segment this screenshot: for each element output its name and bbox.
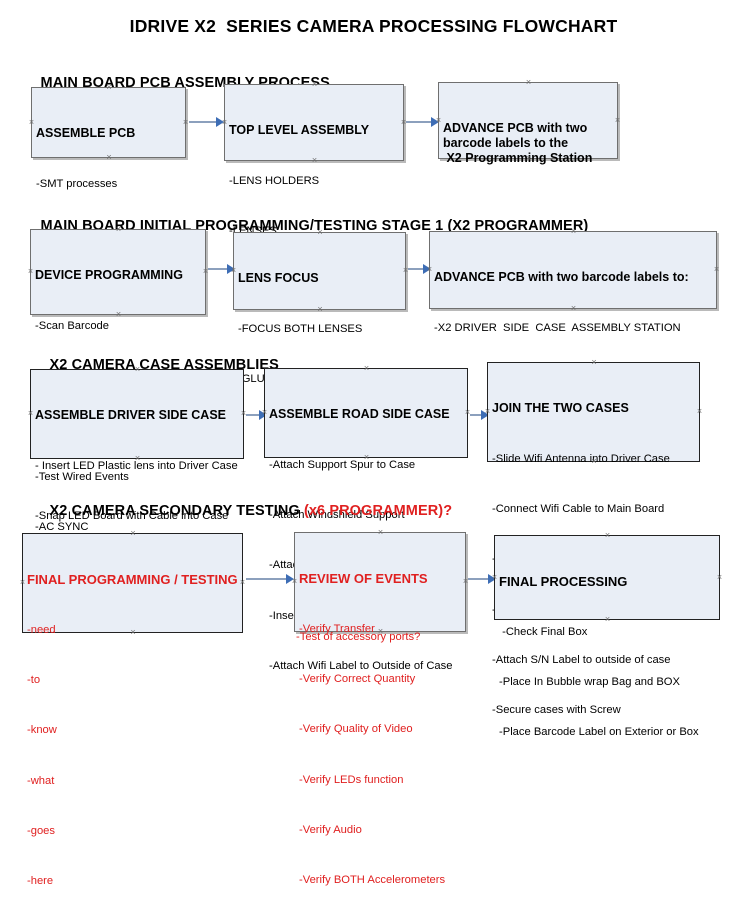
- node-line: -Check Final Box: [499, 626, 588, 638]
- node-lens-focus[interactable]: LENS FOCUS -FOCUS BOTH LENSES -GLUE LENS…: [233, 232, 406, 385]
- node-advance-pcb-programming-station[interactable]: ADVANCE PCB with two barcode labels to t…: [438, 82, 618, 165]
- connector-arrow: [406, 121, 434, 123]
- node-line: -Verify Transfer: [299, 623, 375, 635]
- node-heading: ADVANCE PCB with two barcode labels to t…: [443, 121, 593, 165]
- node-device-programming[interactable]: DEVICE PROGRAMMING -Scan Barcode -Boot L…: [30, 229, 206, 533]
- node-line: -LENS HOLDERS: [229, 175, 320, 187]
- section-title-accent: (x6 PROGRAMMER)?: [303, 503, 453, 519]
- arrow-head-icon: [227, 264, 235, 274]
- node-line: -SMT processes: [36, 178, 118, 190]
- connector-arrow: [246, 578, 288, 580]
- node-final-programming-testing[interactable]: FINAL PROGRAMMING / TESTING -need -to -k…: [22, 533, 243, 887]
- node-heading: ASSEMBLE ROAD SIDE CASE: [269, 407, 450, 421]
- arrow-head-icon: [488, 574, 496, 584]
- node-join-the-two-cases[interactable]: JOIN THE TWO CASES -Slide Wifi Antenna i…: [487, 362, 700, 716]
- arrow-head-icon: [481, 410, 489, 420]
- node-advance-pcb-driver-case[interactable]: ADVANCE PCB with two barcode labels to: …: [429, 231, 717, 334]
- resize-handle-left[interactable]: [18, 578, 27, 587]
- arrow-head-icon: [216, 117, 224, 127]
- node-line: -AC SYNC: [35, 520, 89, 533]
- section-title-text: MAIN BOARD INITIAL PROGRAMMING/TESTING S…: [40, 218, 589, 234]
- node-line: - Insert LED Plastic lens into Driver Ca…: [35, 460, 238, 472]
- node-line: -Place In Bubble wrap Bag and BOX: [499, 676, 680, 689]
- node-line: -here: [27, 875, 54, 888]
- node-heading: REVIEW OF EVENTS: [299, 571, 428, 586]
- node-heading: ASSEMBLE PCB: [36, 126, 136, 140]
- connector-arrow: [246, 414, 262, 416]
- node-heading: FINAL PROCESSING: [499, 574, 628, 589]
- node-line: -Verify Quality of Video: [299, 723, 413, 736]
- node-assemble-driver-side-case[interactable]: ASSEMBLE DRIVER SIDE CASE - Insert LED P…: [30, 369, 244, 623]
- connector-arrow: [189, 121, 219, 123]
- resize-handle-left[interactable]: [27, 118, 36, 127]
- node-assemble-road-side-case[interactable]: ASSEMBLE ROAD SIDE CASE -Attach Support …: [264, 368, 468, 672]
- arrow-head-icon: [286, 574, 294, 584]
- section-title-x2-camera-secondary-testing: X2 CAMERA SECONDARY TESTING (x6 PROGRAMM…: [33, 487, 453, 535]
- arrow-head-icon: [259, 410, 267, 420]
- node-line: -FOCUS BOTH LENSES: [238, 323, 363, 335]
- connector-arrow: [468, 578, 492, 580]
- connector-arrow: [408, 268, 426, 270]
- node-line: -Attach Windshield Support: [269, 509, 405, 522]
- node-line: -need: [27, 624, 56, 636]
- node-line: -Snap LED Board with Cable into Case: [35, 510, 229, 523]
- node-final-processing[interactable]: FINAL PROCESSING -Check Final Box -Place…: [494, 535, 720, 738]
- node-assemble-pcb[interactable]: ASSEMBLE PCB -SMT processes - HAND Solde…: [31, 87, 186, 290]
- connector-arrow: [208, 268, 230, 270]
- node-line: -Verify Correct Quantity: [299, 673, 416, 686]
- node-line: -Place Barcode Label on Exterior or Box: [499, 726, 699, 739]
- node-line: -Connect Wifi Cable to Main Board: [492, 503, 665, 516]
- node-line: -goes: [27, 824, 55, 837]
- node-heading: FINAL PROGRAMMING / TESTING: [27, 572, 238, 587]
- node-heading: JOIN THE TWO CASES: [492, 401, 629, 415]
- section-title-main-board-initial-programming: MAIN BOARD INITIAL PROGRAMMING/TESTING S…: [24, 202, 589, 250]
- node-heading: ADVANCE PCB with two barcode labels to:: [434, 270, 689, 284]
- arrow-head-icon: [431, 117, 439, 127]
- node-review-of-events-overflow-line: -Test of accessory ports?: [296, 631, 421, 643]
- node-line: -know: [27, 724, 57, 737]
- node-heading: LENS FOCUS: [238, 271, 319, 285]
- resize-handle-left[interactable]: [26, 267, 35, 276]
- node-line: -Attach Support Spur to Case: [269, 459, 416, 471]
- node-line: -Scan Barcode: [35, 320, 110, 332]
- resize-handle-left[interactable]: [26, 409, 35, 418]
- node-heading: DEVICE PROGRAMMING: [35, 268, 183, 282]
- connector-arrow: [470, 414, 484, 416]
- node-line: -Verify BOTH Accelerometers: [299, 874, 446, 887]
- node-line: -Slide Wifi Antenna into Driver Case: [492, 453, 670, 465]
- section-title-text: X2 CAMERA SECONDARY TESTING: [49, 503, 304, 519]
- node-line: -to: [27, 674, 41, 687]
- node-top-level-assembly[interactable]: TOP LEVEL ASSEMBLY -LENS HOLDERS -LENSES: [224, 84, 404, 237]
- node-line: -Verify LEDs function: [299, 773, 404, 786]
- node-heading: TOP LEVEL ASSEMBLY: [229, 123, 370, 137]
- node-line: -X2 DRIVER SIDE CASE ASSEMBLY STATION: [434, 322, 681, 334]
- node-review-of-events[interactable]: REVIEW OF EVENTS -Verify Transfer -Verif…: [294, 532, 466, 886]
- node-line: -Test Wired Events: [35, 470, 129, 483]
- page-title: IDRIVE X2 SERIES CAMERA PROCESSING FLOWC…: [129, 16, 618, 36]
- node-line: -what: [27, 774, 55, 787]
- arrow-head-icon: [423, 264, 431, 274]
- node-heading: ASSEMBLE DRIVER SIDE CASE: [35, 408, 227, 422]
- node-line: -Verify Audio: [299, 823, 362, 836]
- flowchart-canvas: IDRIVE X2 SERIES CAMERA PROCESSING FLOWC…: [0, 0, 747, 662]
